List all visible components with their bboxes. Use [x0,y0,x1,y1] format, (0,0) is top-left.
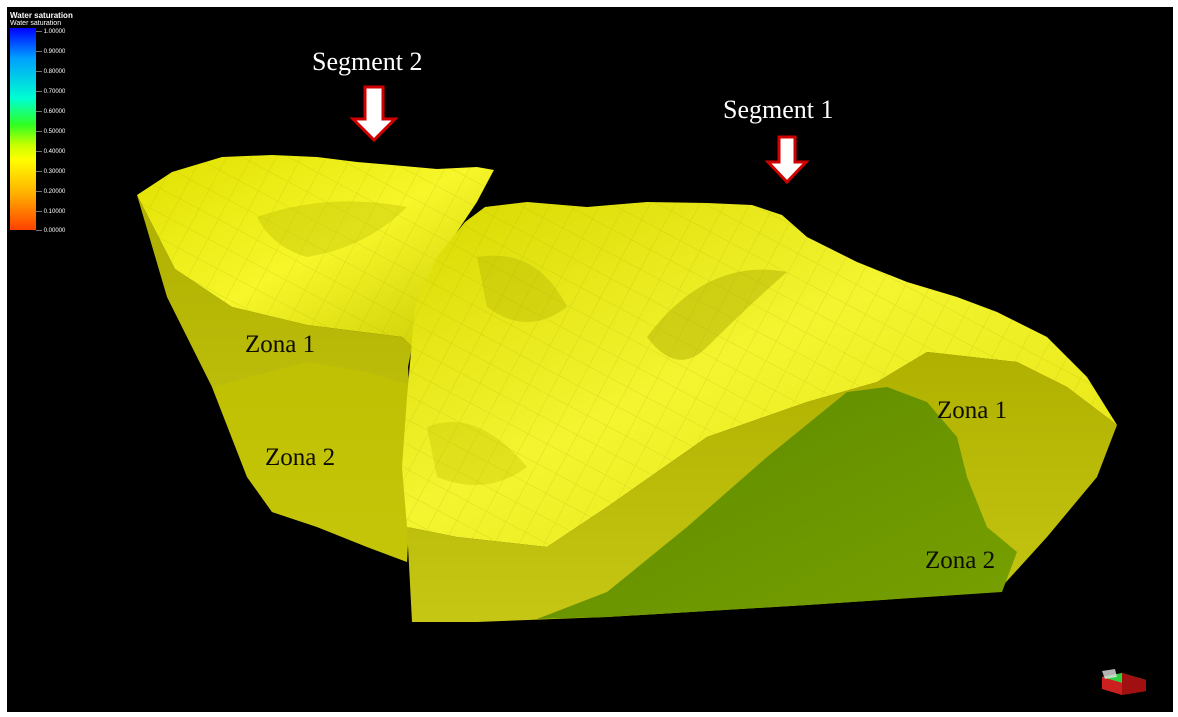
legend-tick: 0.60000 [36,109,66,115]
legend-tick: 1.00000 [36,29,66,35]
segment-1-arrow [764,135,810,185]
legend-tick: 0.90000 [36,49,66,55]
right-zona-1-label: Zona 1 [937,397,1008,424]
legend-tick: 0.00000 [36,228,66,234]
right-zona-2-label: Zona 2 [925,547,996,574]
legend-tick: 0.10000 [36,209,66,215]
reservoir-model [137,85,1146,695]
segment-1-label: Segment 1 [723,95,834,124]
legend-tick: 0.40000 [36,149,66,155]
segment-2-block [137,155,494,562]
legend-color-bar [10,28,36,230]
legend-tick: 0.80000 [36,69,66,75]
left-zona-1-label: Zona 1 [245,331,316,358]
legend-tick: 0.70000 [36,89,66,95]
orientation-cube-icon[interactable] [1102,669,1146,695]
fault-gap [408,170,494,402]
segment-1-block [402,202,1117,622]
3d-viewport[interactable]: Segment 2 Segment 1 Zona 1 Zona 2 Zona 1… [7,7,1173,712]
segment-2-label: Segment 2 [312,47,423,76]
segment-2-arrow [349,85,399,143]
left-zona-2-label: Zona 2 [265,444,336,471]
legend-tick: 0.50000 [36,129,66,135]
legend-subtitle: Water saturation [10,20,62,27]
legend-tick: 0.20000 [36,189,66,195]
legend-title: Water saturation [10,11,73,20]
color-legend: Water saturation Water saturation [10,12,73,28]
legend-tick: 0.30000 [36,169,66,175]
